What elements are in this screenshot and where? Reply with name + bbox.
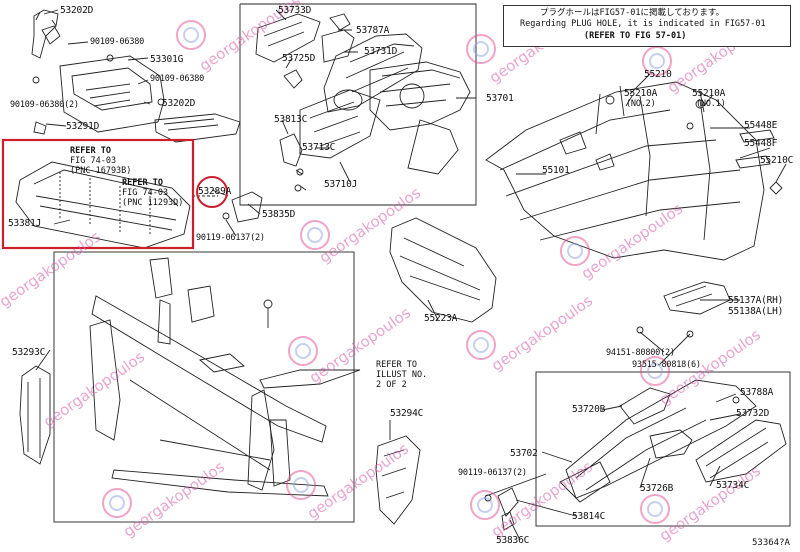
group-box-radiator-support	[53, 251, 355, 523]
highlight-circle	[196, 176, 228, 208]
part-label: 53734C	[716, 480, 750, 491]
part-label: 53733D	[278, 5, 312, 16]
group-box-apron-lower	[535, 371, 791, 527]
part-label: 90119-06137(2)	[458, 468, 527, 478]
group-box-apron-top	[239, 3, 477, 206]
part-label: 53725D	[282, 53, 316, 64]
part-label: (NO.2)	[626, 99, 656, 109]
part-label: 90109-06380(2)	[10, 100, 79, 110]
refer-text: REFER TO	[70, 146, 111, 156]
refer-illust-text: 2 OF 2	[376, 380, 407, 390]
refer-text: FIG 74-03	[122, 188, 169, 198]
part-label: 53731D	[364, 46, 398, 57]
note-line-jp: プラグホールはFIG57-01に掲載しております。	[540, 8, 725, 18]
part-label: 53787A	[356, 25, 390, 36]
part-label: 53291D	[66, 121, 100, 132]
part-label: 53702	[510, 448, 538, 459]
part-label: 53713C	[302, 142, 336, 153]
part-label: 53710J	[324, 179, 358, 190]
part-label: 93515-80818(6)	[632, 360, 701, 370]
refer-text: FIG 74-03	[70, 156, 117, 166]
highlight-box	[1, 138, 195, 250]
part-label: 55210A	[692, 88, 726, 99]
part-label: 53732D	[736, 408, 770, 419]
figure-id: 53364?A	[752, 538, 790, 548]
part-label: 53813C	[274, 114, 308, 125]
refer-text: (PNC 11293D)	[122, 198, 184, 208]
part-label: 55138A(LH)	[728, 306, 784, 317]
part-label: 90109-06380	[90, 37, 145, 47]
part-label: 55448E	[744, 120, 778, 131]
note-line-en: Regarding PLUG HOLE, it is indicated in …	[520, 19, 766, 29]
part-label: 53293C	[12, 347, 46, 358]
part-label: 53836C	[496, 535, 530, 546]
part-label: 53720B	[572, 404, 606, 415]
part-label: 55210A	[624, 88, 658, 99]
part-label: 53701	[486, 93, 514, 104]
part-label: 90119-06137(2)	[196, 233, 265, 243]
part-label: 55223A	[424, 313, 458, 324]
refer-illust-text: REFER TO	[376, 360, 417, 370]
part-label: 53294C	[390, 408, 424, 419]
part-label: 90109-06380	[150, 74, 205, 84]
part-label: 53289A	[198, 186, 232, 197]
part-label: 53301G	[150, 54, 184, 65]
refer-illust-text: ILLUST NO.	[376, 370, 428, 380]
refer-text: REFER TO	[122, 178, 163, 188]
part-label: (NO.1)	[696, 99, 726, 109]
part-label: 53726B	[640, 483, 674, 494]
part-label: 53381J	[8, 218, 42, 229]
note-line-ref: (REFER TO FIG 57-01)	[584, 31, 687, 41]
refer-text: (PNC 16793B)	[70, 166, 132, 176]
part-label: 53202D	[162, 98, 196, 109]
part-label: 55137A(RH)	[728, 295, 784, 306]
part-label: 53835D	[262, 209, 296, 220]
part-label: 55101	[542, 165, 570, 176]
part-label: 55210	[644, 69, 672, 80]
plug-hole-note: プラグホールはFIG57-01に掲載しております。 Regarding PLUG…	[503, 5, 791, 47]
part-label: 53814C	[572, 511, 606, 522]
part-label: 55448F	[744, 138, 778, 149]
part-label: 53788A	[740, 387, 774, 398]
part-label: 55210C	[760, 155, 794, 166]
part-label: 53202D	[60, 5, 94, 16]
part-label: 94151-80800(2)	[606, 348, 675, 358]
